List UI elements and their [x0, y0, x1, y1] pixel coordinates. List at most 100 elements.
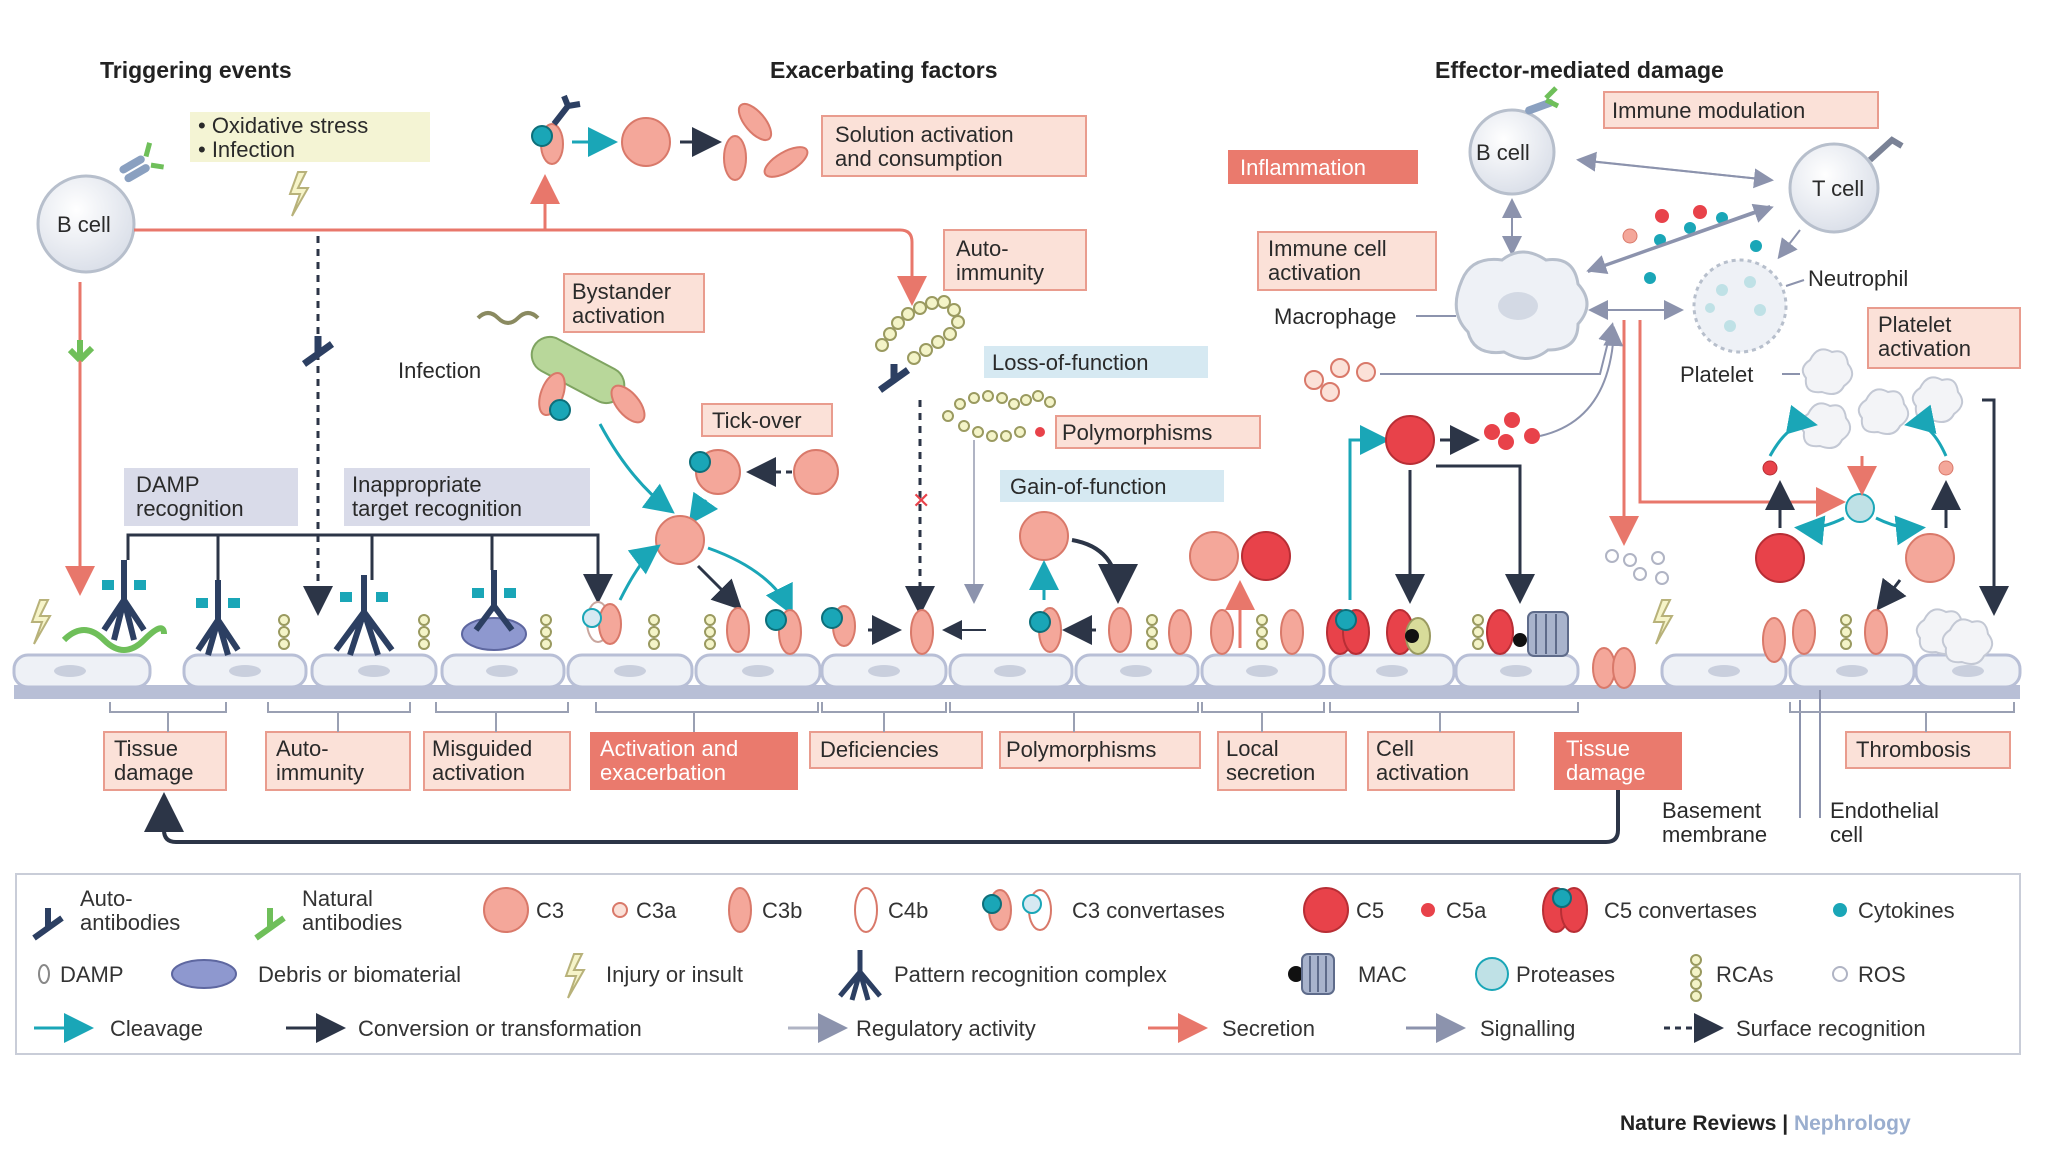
svg-text:Basement: Basement — [1662, 798, 1761, 823]
c3-convertase-top-icon — [531, 94, 581, 165]
svg-text:Secretion: Secretion — [1222, 1016, 1315, 1041]
svg-text:activation: activation — [1376, 760, 1469, 785]
bottom-label-deficiencies: Deficiencies — [809, 731, 983, 769]
legend-c3b: C3b — [728, 887, 802, 933]
legend-autoantibodies: Auto- antibodies — [32, 886, 180, 941]
svg-text:Polymorphisms: Polymorphisms — [1006, 737, 1156, 762]
legend-c5: C5 — [1303, 887, 1384, 933]
pattern-recognition-complex-4 — [461, 570, 527, 651]
svg-text:DAMP: DAMP — [60, 962, 124, 987]
injury-icon-top — [288, 171, 310, 217]
macrophage-label: Macrophage — [1274, 304, 1396, 329]
endothelium-layer — [12, 653, 2022, 699]
injury-icon-left — [30, 599, 52, 645]
svg-text:Nature Reviews | Nephrology: Nature Reviews | Nephrology — [1620, 1112, 1911, 1135]
callout-polymorphisms-top: Polymorphisms — [1055, 415, 1261, 449]
label-endothelial-cell: Endothelial cell — [1819, 690, 1939, 847]
legend-regulatory: Regulatory activity — [788, 1013, 1036, 1043]
credit-journal: Nature Reviews — [1620, 1112, 1776, 1135]
svg-text:Debris or biomaterial: Debris or biomaterial — [258, 962, 461, 987]
svg-text:C4b: C4b — [888, 898, 928, 923]
svg-text:C5: C5 — [1356, 898, 1384, 923]
callout-gain-of-function: Gain-of-function — [1000, 470, 1224, 502]
svg-text:Activation and: Activation and — [600, 736, 738, 761]
svg-text:C3 convertases: C3 convertases — [1072, 898, 1225, 923]
svg-text:damage: damage — [114, 760, 194, 785]
callout-damp-recognition: DAMP recognition — [124, 468, 298, 526]
autoimmunity-top-line2: immunity — [956, 260, 1044, 285]
callout-immune-cell-activation: Immune cell activation — [1257, 231, 1437, 291]
legend-debris: Debris or biomaterial — [171, 959, 461, 989]
pattern-recognition-complex-3 — [333, 575, 395, 656]
svg-text:Tissue: Tissue — [114, 736, 178, 761]
callout-inappropriate-target: Inappropriate target recognition — [344, 468, 590, 526]
immune-cell-activation-line2: activation — [1268, 260, 1361, 285]
inappropriate-target-line1: Inappropriate — [352, 472, 482, 497]
legend-surface-recognition: Surface recognition — [1664, 1013, 1926, 1043]
legend-natural-antibodies: Natural antibodies — [254, 886, 402, 941]
neutrophil-label: Neutrophil — [1808, 266, 1908, 291]
callout-inflammation: Inflammation — [1228, 150, 1418, 184]
svg-text:Deficiencies: Deficiencies — [820, 737, 939, 762]
legend-rcas: RCAs — [1690, 954, 1773, 1002]
svg-text:Endothelial: Endothelial — [1830, 798, 1939, 823]
callout-loss-of-function: Loss-of-function — [984, 346, 1208, 378]
polymorphisms-top-label: Polymorphisms — [1062, 420, 1212, 445]
cell-activation-group — [1326, 412, 1636, 689]
legend-c3a: C3a — [612, 898, 677, 923]
pattern-recognition-complex-2 — [195, 580, 241, 656]
svg-text:C3: C3 — [536, 898, 564, 923]
legend: Auto- antibodies Natural antibodies C3 C… — [15, 873, 2021, 1055]
legend-c4b: C4b — [854, 887, 928, 933]
cleavage-arrow-infection — [598, 423, 675, 514]
svg-text:MAC: MAC — [1358, 962, 1407, 987]
legend-mac: MAC — [1288, 953, 1407, 995]
rca-chain — [942, 390, 1056, 442]
bystander-line2: activation — [572, 303, 665, 328]
c3-cluster-macrophage — [1304, 322, 1624, 437]
svg-text:ROS: ROS — [1858, 962, 1906, 987]
bottom-label-misguided-activation: Misguided activation — [423, 731, 571, 791]
svg-text:C3a: C3a — [636, 898, 677, 923]
c3-gain-of-function — [1019, 511, 1069, 561]
legend-injury: Injury or insult — [564, 953, 743, 999]
callout-solution-activation: Solution activation and consumption — [821, 115, 1087, 177]
svg-text:C5a: C5a — [1446, 898, 1487, 923]
autoimmunity-top-line1: Auto- — [956, 236, 1009, 261]
heading-exacerbating-factors: Exacerbating factors — [770, 57, 998, 83]
tick-over-c3 — [688, 449, 839, 525]
c3-solution — [621, 117, 671, 167]
svg-text:Natural: Natural — [302, 886, 373, 911]
damp-recognition-line1: DAMP — [136, 472, 200, 497]
journal-credit: Nature Reviews | Nephrology — [1620, 1112, 1911, 1135]
b-cell-left-label: B cell — [57, 212, 111, 237]
callout-immune-modulation: Immune modulation — [1603, 91, 1879, 129]
svg-text:C3b: C3b — [762, 898, 802, 923]
label-basement-membrane: Basement membrane — [1662, 700, 1801, 847]
svg-text:antibodies: antibodies — [302, 910, 402, 935]
bystander-line1: Bystander — [572, 279, 671, 304]
rca-beads-surface — [278, 614, 1852, 650]
svg-text:Proteases: Proteases — [1516, 962, 1615, 987]
bottom-label-tissue-damage-2: Tissue damage — [1554, 732, 1682, 790]
platelet-activation-line1: Platelet — [1878, 312, 1951, 337]
secretion-arrow-to-autoimmunity — [134, 228, 927, 306]
note-infection: • Infection — [198, 137, 295, 162]
natural-antibody-cluster — [61, 625, 167, 653]
infection-group: Infection — [398, 311, 646, 424]
legend-conversion: Conversion or transformation — [286, 1013, 642, 1043]
t-cell: T cell — [1788, 136, 1904, 234]
legend-ros: ROS — [1832, 962, 1906, 987]
oxidative-stress-note: • Oxidative stress • Infection — [190, 112, 430, 162]
credit-subject: Nephrology — [1794, 1112, 1911, 1135]
svg-text:Signalling: Signalling — [1480, 1016, 1575, 1041]
svg-text:damage: damage — [1566, 760, 1646, 785]
legend-signalling: Signalling — [1406, 1013, 1575, 1043]
svg-text:C5 convertases: C5 convertases — [1604, 898, 1757, 923]
bottom-label-tissue-damage-1: Tissue damage — [103, 731, 227, 791]
bottom-label-activation-exacerbation: Activation and exacerbation — [590, 732, 798, 790]
thrombosis-loop — [1609, 320, 1961, 663]
t-cell-label: T cell — [1812, 176, 1864, 201]
loss-of-function-label: Loss-of-function — [992, 350, 1149, 375]
